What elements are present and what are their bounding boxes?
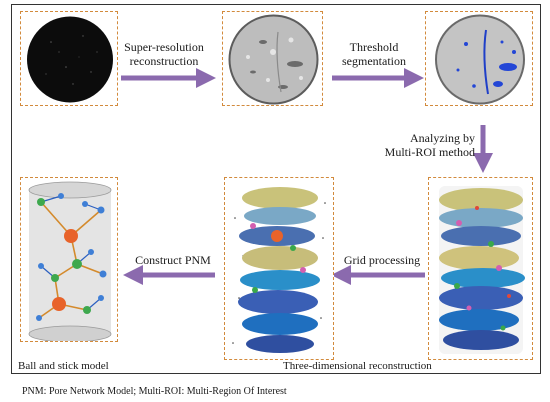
grid-processed-panel bbox=[224, 177, 334, 360]
label-construct: Construct PNM bbox=[135, 253, 211, 267]
3d-reconstruction-panel bbox=[428, 177, 533, 360]
footnote: PNM: Pore Network Model; Multi-ROI: Mult… bbox=[22, 386, 287, 397]
caption-ball-stick: Ball and stick model bbox=[18, 360, 109, 372]
super-resolved-slice-panel bbox=[222, 11, 323, 106]
segmented-slice-panel bbox=[425, 11, 533, 106]
3d-pore-volume-image bbox=[439, 186, 525, 354]
segmented-image bbox=[435, 14, 525, 105]
caption-three-d: Three-dimensional reconstruction bbox=[283, 360, 432, 372]
label-grid: Grid processing bbox=[343, 253, 421, 267]
grid-processed-image bbox=[232, 187, 326, 353]
raw-ct-image bbox=[27, 16, 113, 103]
raw-ct-slice-panel bbox=[20, 11, 118, 106]
ball-stick-panel bbox=[20, 177, 118, 342]
figure-frame bbox=[11, 4, 541, 374]
super-resolved-image bbox=[228, 14, 319, 105]
ball-stick-image bbox=[28, 181, 112, 341]
